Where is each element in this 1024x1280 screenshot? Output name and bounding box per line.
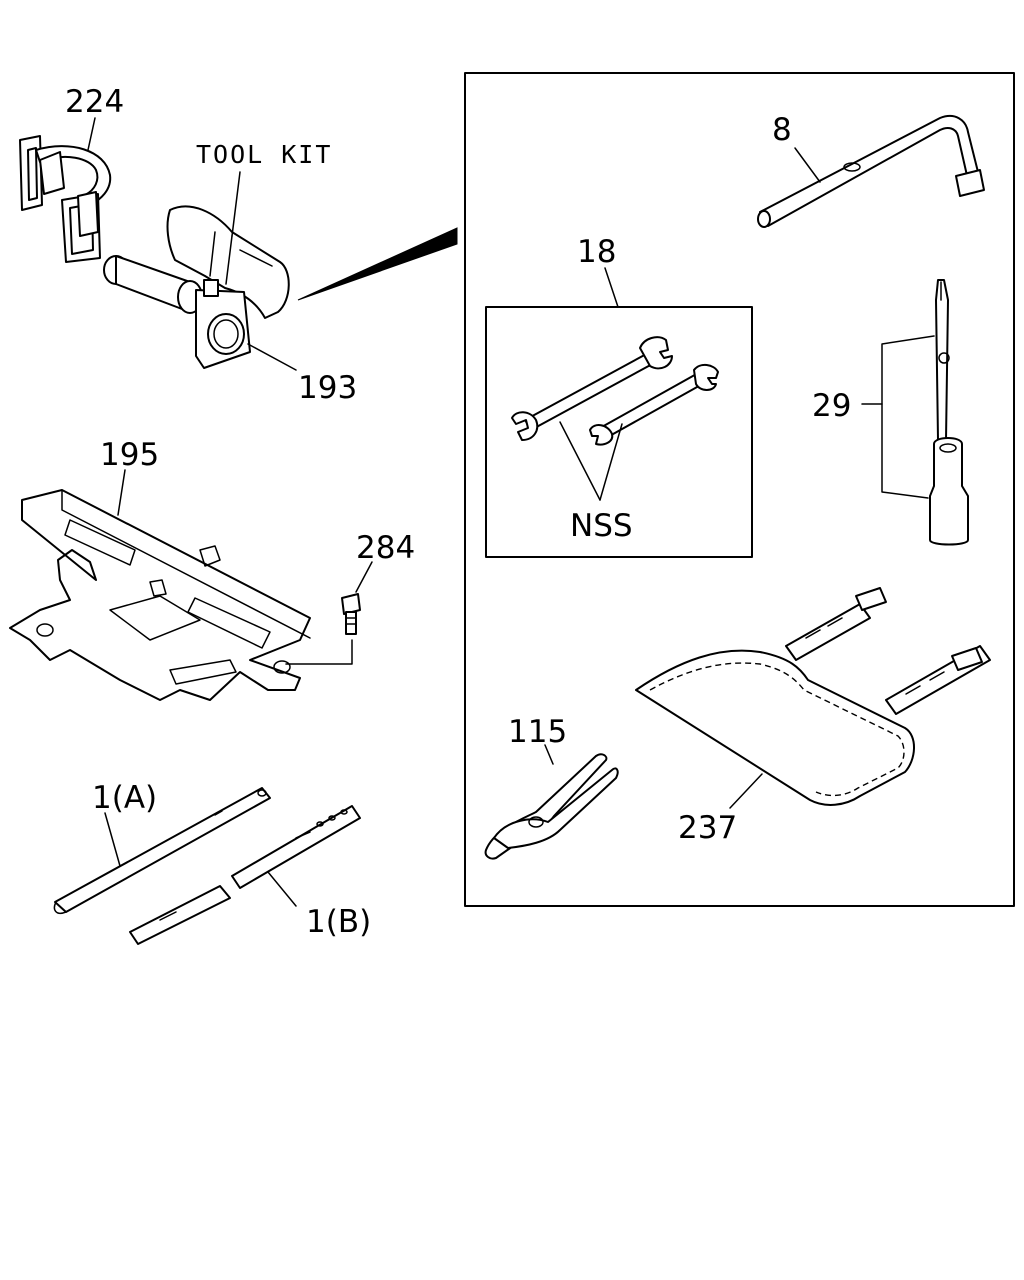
pliers-115[interactable] [484,753,619,860]
handle-1a[interactable] [53,787,271,914]
label-1a: 1(A) [92,780,157,816]
screwdriver-29[interactable] [929,279,969,546]
handle-1b[interactable] [129,805,361,945]
label-237: 237 [678,810,737,846]
strap-224[interactable] [19,135,112,263]
label-1b: 1(B) [306,904,371,940]
tool-kit-bag[interactable] [166,205,290,319]
bolt-284[interactable] [341,593,361,635]
label-18: 18 [577,234,616,270]
label-tool-kit: TOOL KIT [196,140,332,169]
bracket-195[interactable] [9,489,311,701]
label-8: 8 [772,112,792,148]
label-193: 193 [298,370,357,406]
detail-frame [464,72,1015,907]
detail-pointer [297,227,458,301]
label-284: 284 [356,530,415,566]
wrench-large[interactable] [511,336,673,441]
label-224: 224 [65,84,124,120]
label-195: 195 [100,437,159,473]
label-115: 115 [508,714,567,750]
wrench-small[interactable] [589,364,719,446]
label-nss: NSS [570,508,633,544]
lug-wrench-8[interactable] [757,114,985,228]
label-29: 29 [812,388,851,424]
tool-bag-237[interactable] [635,587,991,806]
wrench-set-frame [485,306,753,558]
jack-193[interactable] [103,255,251,369]
